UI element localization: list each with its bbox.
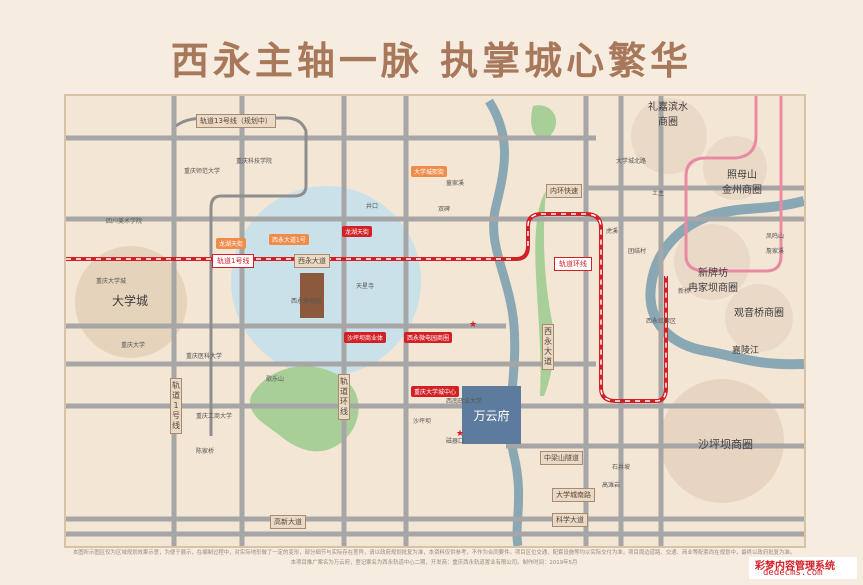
road-zhongliang: 中梁山隧道: [540, 451, 583, 465]
watermark: 彩梦内容管理系统 dedecms.com: [749, 557, 857, 579]
place-13: 重庆工商大学: [196, 413, 233, 420]
place-5: 西永微电园: [291, 298, 322, 305]
label-daxuecheng: 大学城: [112, 294, 149, 308]
road-kexue: 科学大道: [552, 513, 588, 527]
tag-red-4: 重庆大学城中心: [411, 386, 460, 397]
place-1: 四川美术学院: [106, 218, 143, 225]
place-26: 凤鸣山: [766, 233, 785, 240]
star-marker-1: ★: [469, 320, 478, 330]
place-22: 新桥: [678, 288, 691, 295]
label-guanyinqiao: 观音桥商圈: [734, 308, 784, 319]
roads-grey: [66, 96, 804, 546]
headline: 西永主轴一脉 执掌城心繁华: [170, 38, 693, 83]
place-14: 重庆医科大学: [186, 353, 223, 360]
project-marker[interactable]: 万云府: [462, 386, 521, 444]
vroad-3: 西永大道: [542, 324, 554, 370]
place-11: 磁器口: [446, 438, 465, 445]
star-marker-2: ★: [456, 429, 465, 439]
park-top: [531, 105, 557, 139]
road-xiyong: 西永大道: [294, 254, 330, 268]
map[interactable]: 轨道13号线（规划中） 轨道1号线 轨道环线 西永大道 内环快速 中梁山隧道 大…: [64, 94, 806, 548]
tag-red-3: 西永微电园商圈: [404, 332, 453, 343]
map-canvas: [66, 96, 804, 546]
place-6: 天星寺: [356, 283, 375, 290]
site-block: [300, 273, 324, 318]
river-main: [485, 98, 524, 546]
circle-shapingba: [660, 379, 784, 503]
place-7: 井口: [366, 203, 379, 210]
tag-red-2: 沙坪坝商业体: [344, 332, 387, 343]
footnote: 本图所示图区仅为区域规划效果示意，为便于展示，在编制过程中，对实际地形做了一定的…: [64, 548, 804, 568]
circle-guanyinqiao: [725, 284, 793, 352]
road-ring: 内环快速: [546, 184, 582, 198]
footnote-line2: 本项目推广案名为万云府，登记案名为西永轨道中心二期，开发商：重庆西永轨道置业有限…: [290, 560, 578, 566]
watermark-url: dedecms.com: [763, 568, 823, 578]
place-18: 西永综保区: [646, 318, 677, 325]
circle-lijia: [631, 98, 707, 174]
road-daxue: 大学城南路: [552, 488, 595, 502]
place-20: 大学城北路: [616, 158, 647, 165]
place-10: 沙坪坝: [413, 418, 432, 425]
tag-red-1: 龙湖天街: [342, 226, 373, 237]
circle-project-zone: [231, 186, 421, 376]
place-19: 团结村: [628, 248, 647, 255]
place-3: 重庆科技学院: [236, 158, 273, 165]
place-15: 西南政法大学: [446, 398, 483, 405]
metro-line13-label: 轨道13号线（规划中）: [196, 114, 276, 128]
metro-pink: [684, 96, 783, 273]
metro-line1-label: 轨道1号线: [212, 254, 255, 268]
label-zhaomushan: 照母山 金州商圈: [722, 170, 762, 196]
river-jialing: [645, 196, 804, 370]
place-0: 重庆大学城: [96, 278, 127, 285]
place-12: 歌乐山: [266, 376, 285, 383]
place-9: 童家溪: [446, 180, 465, 187]
park-gele: [250, 366, 359, 452]
circle-xinpaifang: [674, 224, 750, 300]
tag-orange-3: 大学城熙街: [411, 166, 448, 177]
label-xinpaifang: 新牌坊 冉家坝商圈: [688, 268, 738, 294]
tag-orange-1: 龙湖天街: [216, 238, 247, 249]
vroad-1: 轨道1号线: [170, 378, 182, 434]
place-8: 双碑: [438, 206, 451, 213]
label-lijia: 礼嘉滨水 商圈: [648, 102, 688, 128]
watermark-cn: 彩梦内容管理系统: [755, 561, 835, 572]
place-17: 虎溪: [606, 228, 619, 235]
label-shapingba: 沙坪坝商圈: [698, 438, 753, 451]
metro-sp-label: 轨道环线: [554, 257, 592, 271]
place-24: 石井坡: [612, 464, 631, 471]
place-2: 重庆师范大学: [184, 168, 221, 175]
place-21: 土主: [652, 190, 665, 197]
vroad-2: 轨道环线: [338, 374, 350, 420]
circle-daxuecheng: [75, 246, 187, 358]
label-jialing: 嘉陵江: [732, 346, 760, 356]
tag-orange-2: 西永大道1号: [269, 234, 309, 245]
footnote-line1: 本图所示图区仅为区域规划效果示意，为便于展示，在编制过程中，对实际地形做了一定的…: [72, 550, 796, 556]
place-4: 重庆大学: [121, 342, 146, 349]
road-gaoxin: 高新大道: [270, 515, 306, 529]
place-23: 高滩岩: [602, 482, 621, 489]
place-25: 詹家溪: [766, 248, 785, 255]
place-16: 陈家桥: [196, 448, 215, 455]
